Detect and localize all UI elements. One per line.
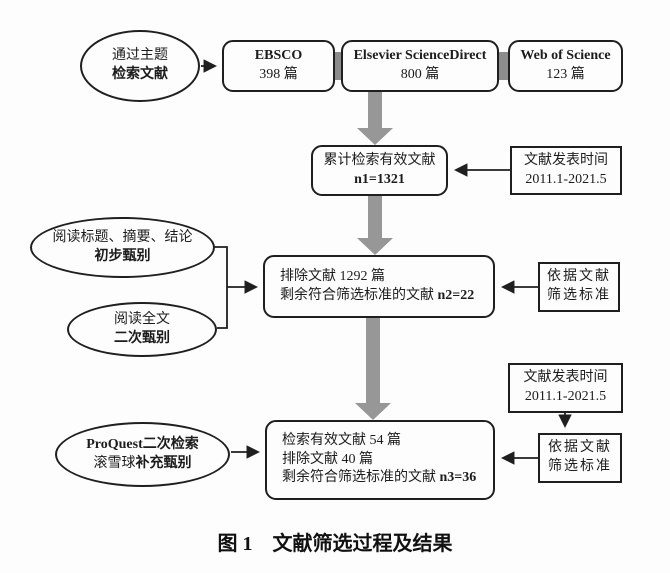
start-ellipse-line2: 检索文献: [112, 67, 168, 82]
stage3-line3: 剩余符合筛选标准的文献 n3=36: [282, 469, 476, 488]
stage3-line3-text: 剩余符合筛选标准的文献: [282, 470, 440, 486]
stage3-box: 检索有效文献 54 篇 排除文献 40 篇 剩余符合筛选标准的文献 n3=36: [265, 420, 495, 500]
ebsco-count: 398 篇: [259, 67, 298, 82]
start-ellipse-line1: 通过主题: [112, 48, 168, 64]
time-filter-top-box: 文献发表时间 2011.1-2021.5: [510, 146, 622, 195]
supplement-ellipse: ProQuest二次检索 滚雪球补充甄别: [55, 422, 230, 487]
supplement-line2-bold: 补充甄别: [135, 455, 192, 471]
wos-count: 123 篇: [546, 67, 585, 82]
stage2-line2-text: 剩余符合筛选标准的文献: [280, 287, 438, 303]
down-arrow-icon-1: [357, 92, 393, 145]
start-ellipse: 通过主题 检索文献: [80, 30, 200, 102]
stage2-box: 排除文献 1292 篇 剩余符合筛选标准的文献 n2=22: [263, 255, 495, 318]
time-filter-top-line1: 文献发表时间: [524, 152, 608, 168]
screen-second-ellipse: 阅读全文 二次甄别: [67, 302, 217, 357]
wos-box: Web of Science 123 篇: [508, 40, 623, 92]
time-filter-bottom-line2: 2011.1-2021.5: [524, 389, 607, 404]
stage3-value: n3=36: [439, 470, 477, 486]
stage1-line1: 累计检索有效文献: [323, 152, 436, 168]
criteria-bottom-line2: 筛选标准: [548, 459, 612, 474]
stage2-line2: 剩余符合筛选标准的文献 n2=22: [280, 287, 474, 306]
time-filter-bottom-box: 文献发表时间 2011.1-2021.5: [508, 363, 623, 413]
ebsco-name: EBSCO: [254, 48, 303, 64]
supplement-line2-text: 滚雪球: [93, 455, 136, 471]
bracket-connector: [214, 246, 228, 329]
elsevier-count: 800 篇: [400, 67, 440, 82]
elsevier-name: Elsevier ScienceDirect: [353, 48, 487, 64]
down-arrow-icon-2: [357, 196, 393, 255]
figure-caption: 图 1 文献筛选过程及结果: [0, 527, 670, 556]
screen-first-line1: 阅读标题、摘要、结论: [52, 229, 193, 245]
time-filter-bottom-line1: 文献发表时间: [523, 370, 608, 386]
stage1-value: n1=1321: [354, 171, 405, 187]
time-filter-top-line2: 2011.1-2021.5: [525, 171, 607, 187]
stage2-line1: 排除文献 1292 篇: [280, 268, 385, 284]
wos-name: Web of Science: [520, 48, 611, 64]
elsevier-box: Elsevier ScienceDirect 800 篇: [341, 40, 499, 92]
criteria-mid-box: 依据文献 筛选标准: [538, 262, 620, 312]
criteria-bottom-line1: 依据文献: [548, 440, 612, 456]
stage3-line2: 排除文献 40 篇: [282, 451, 373, 467]
stage1-box: 累计检索有效文献 n1=1321: [311, 145, 448, 196]
supplement-line1: ProQuest二次检索: [86, 436, 199, 452]
screen-first-line2: 初步甄别: [94, 248, 151, 264]
screen-second-line2: 二次甄别: [114, 330, 170, 346]
criteria-bottom-box: 依据文献 筛选标准: [538, 433, 622, 483]
criteria-mid-line2: 筛选标准: [547, 288, 611, 303]
stage3-line1: 检索有效文献 54 篇: [282, 432, 401, 448]
ebsco-box: EBSCO 398 篇: [222, 40, 335, 92]
screen-second-line1: 阅读全文: [114, 311, 170, 327]
stage2-value: n2=22: [437, 287, 475, 303]
down-arrow-icon-3: [355, 318, 391, 420]
screen-first-ellipse: 阅读标题、摘要、结论 初步甄别: [30, 217, 215, 278]
criteria-mid-line1: 依据文献: [547, 269, 611, 285]
supplement-line2: 滚雪球补充甄别: [94, 455, 192, 474]
figure-caption-label: 图 1: [217, 533, 253, 555]
figure-caption-title: 文献筛选过程及结果: [272, 533, 453, 555]
